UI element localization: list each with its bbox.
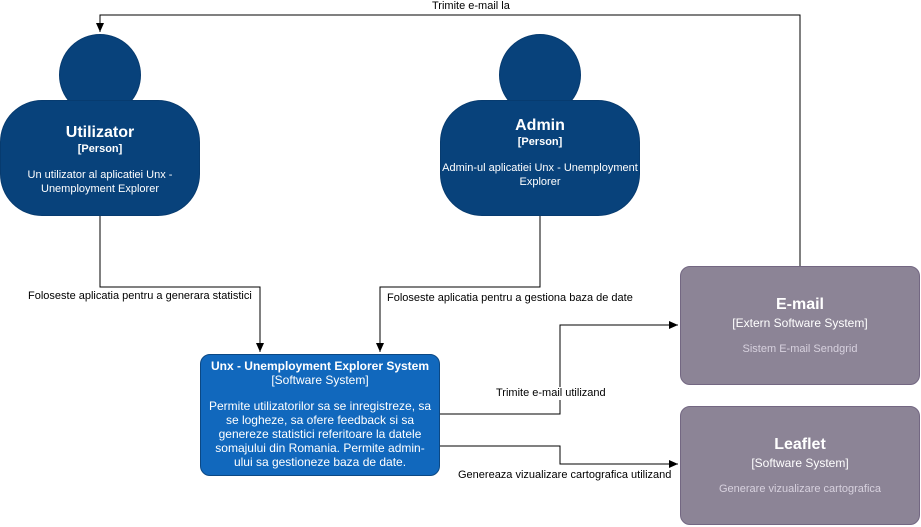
node-title: Leaflet (774, 436, 826, 453)
person-utilizator-body: Utilizator [Person] Un utilizator al apl… (0, 100, 200, 216)
node-description: Sistem E-mail Sendgrid (742, 343, 858, 355)
node-title: Utilizator (65, 124, 135, 141)
node-type: [Software System] (271, 373, 369, 387)
edge-label-email-to-user: Trimite e-mail la (432, 0, 510, 13)
node-title: Unx - Unemployment Explorer System (210, 359, 430, 373)
system-unx[interactable]: Unx - Unemployment Explorer System [Soft… (200, 354, 440, 476)
node-description: Admin-ul aplicatiei Unx - Unemployment E… (442, 162, 638, 188)
edge-email-to-user (96, 14, 801, 266)
node-description: Generare vizualizare cartografica (718, 483, 882, 495)
system-leaflet[interactable]: Leaflet [Software System] Generare vizua… (680, 406, 920, 525)
node-type: [Person] (77, 143, 123, 155)
edge-label-unx-to-leaflet: Genereaza vizualizare cartografica utili… (458, 469, 672, 482)
node-type: [Software System] (751, 456, 849, 470)
node-type: [Person] (517, 136, 563, 148)
edge-unx-to-leaflet (440, 445, 678, 468)
node-description: Permite utilizatorilor sa se inregistrez… (208, 399, 432, 469)
edge-user-to-unx (99, 216, 264, 352)
edge-label-user-to-unx: Foloseste aplicatia pentru a generara st… (28, 290, 252, 303)
node-description: Un utilizator al aplicatiei Unx - Unempl… (27, 169, 173, 195)
system-email[interactable]: E-mail [Extern Software System] Sistem E… (680, 266, 920, 385)
node-type: [Extern Software System] (732, 316, 868, 330)
person-admin[interactable]: Admin [Person] Admin-ul aplicatiei Unx -… (440, 0, 640, 216)
person-utilizator[interactable]: Utilizator [Person] Un utilizator al apl… (0, 0, 200, 216)
edge-label-unx-to-email: Trimite e-mail utilizand (496, 387, 606, 400)
edge-unx-to-email (440, 321, 678, 415)
edge-label-admin-to-unx: Foloseste aplicatia pentru a gestiona ba… (387, 292, 633, 305)
person-admin-body: Admin [Person] Admin-ul aplicatiei Unx -… (440, 100, 640, 216)
edge-admin-to-unx (376, 216, 541, 352)
node-title: E-mail (775, 296, 824, 313)
node-title: Admin (515, 117, 565, 134)
